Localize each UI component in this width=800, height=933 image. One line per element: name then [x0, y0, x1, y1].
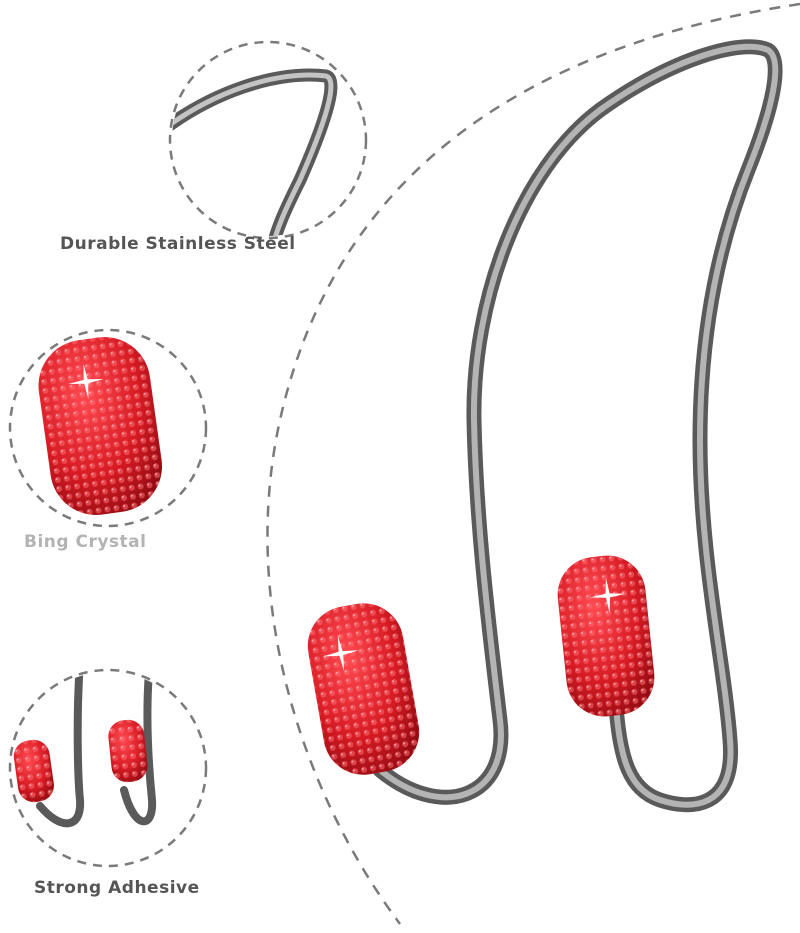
- crystal-tip-right: [557, 555, 655, 717]
- feature-label-adhesive: Strong Adhesive: [34, 878, 200, 898]
- feature-adhesive: [8, 668, 208, 868]
- double-hook-closeup-icon: [13, 672, 157, 828]
- crystal-tip-left: [307, 603, 420, 775]
- feature-steel: [168, 40, 368, 240]
- sparkle-icon: [323, 635, 359, 672]
- sparkle-icon: [68, 363, 104, 400]
- feature-label-steel: Durable Stainless Steel: [60, 234, 296, 254]
- sparkle-icon: [589, 577, 626, 614]
- steel-wire-closeup-icon: [172, 68, 338, 236]
- main-hook: [307, 39, 783, 813]
- dashed-arc: [266, 2, 800, 925]
- feature-crystal: [8, 328, 208, 528]
- feature-label-crystal: Bing Crystal: [24, 532, 147, 552]
- red-crystal-tip-icon: [38, 336, 163, 515]
